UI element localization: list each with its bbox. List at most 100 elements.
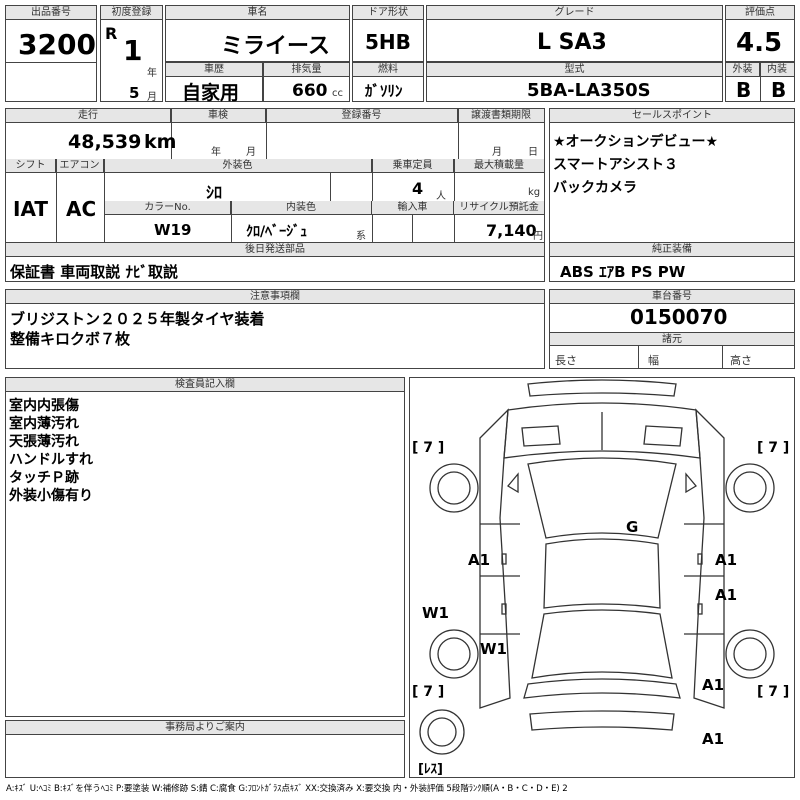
capacity-unit: 人 — [436, 191, 446, 202]
door-type: 5HB — [365, 30, 411, 54]
score-cell: 評価点 4.5 — [725, 5, 795, 62]
tire-front-left: [ 7 ] — [412, 440, 445, 456]
chassis-label: 車台番号 — [550, 290, 794, 304]
import-label: 輸入車 — [372, 201, 454, 215]
mileage: 48,539 — [68, 131, 142, 153]
lot-number-label: 出品番号 — [6, 6, 96, 20]
office-notice-cell: 事務局よりご案内 — [5, 720, 405, 778]
equipment: ABS ｴｱB PS PW — [560, 263, 686, 281]
car-name: ミライース — [221, 34, 330, 59]
inspector-line-4: ハンドルすれ — [9, 452, 93, 468]
first-registration-label: 初度登録 — [101, 6, 162, 20]
aircon-label: エアコン — [56, 159, 104, 173]
interior-color-unit: 系 — [356, 231, 366, 242]
tire-spare: [ﾚｽ] — [418, 762, 443, 777]
inspector-line-6: 外装小傷有り — [9, 488, 93, 504]
interior-color: ｸﾛ/ﾍﾞｰｼﾞｭ — [246, 224, 308, 240]
car-name-label: 車名 — [166, 6, 349, 20]
transfer-month-unit: 月 — [492, 147, 502, 158]
month-unit: 月 — [147, 92, 157, 103]
color-number-label: カラーNo. — [105, 201, 231, 215]
notes-label: 注意事項欄 — [6, 290, 544, 304]
grade: L SA3 — [537, 30, 607, 55]
mark-right-door-a1: A1 — [715, 586, 738, 604]
tire-rear-right: [ 7 ] — [757, 684, 790, 700]
office-notice-label: 事務局よりご案内 — [6, 721, 404, 735]
legend-text: A:ｷｽﾞ U:ﾍｺﾐ B:ｷｽﾞを伴うﾍｺﾐ P:要塗装 W:補修跡 S:錆 … — [6, 784, 568, 794]
first-registration-cell: 初度登録 R 1 年 5 月 — [100, 5, 163, 103]
inspection-month-unit: 月 — [246, 147, 256, 158]
damage-diagram: G A1 A1 A1 W1 W1 A1 A1 [ 7 ] [ 7 ] [ 7 ]… — [409, 377, 795, 778]
recycle-fee-unit: 円 — [533, 231, 543, 242]
inspection-year-unit: 年 — [211, 147, 221, 158]
displacement-unit: cc — [332, 88, 343, 99]
max-load-label: 最大積載量 — [454, 159, 544, 173]
shift: IAT — [13, 197, 49, 221]
tire-front-right: [ 7 ] — [757, 440, 790, 456]
car-name-cell: 車名 ミライース — [165, 5, 350, 62]
displacement-cell: 排気量 660 cc — [263, 62, 350, 102]
mark-windshield-g: G — [626, 518, 639, 536]
length-label: 長さ — [555, 354, 577, 367]
inspector-line-3: 天張薄汚れ — [9, 434, 79, 450]
inspector-line-2: 室内薄汚れ — [9, 416, 79, 432]
interior-score: B — [771, 78, 787, 102]
interior-score-label: 内装 — [760, 63, 794, 77]
exterior-score: B — [736, 78, 752, 102]
history-cell: 車歴 自家用 — [165, 62, 263, 104]
vehicle-info-block: 走行 車検 登録番号 譲渡書類期限 48,539 km 年 月 月 日 シフト … — [5, 108, 545, 243]
mark-left-front-a1: A1 — [468, 551, 491, 569]
history-label: 車歴 — [166, 63, 262, 77]
lot-number-cell: 出品番号 3200 — [5, 5, 97, 102]
overall-score: 4.5 — [736, 28, 783, 58]
registration-number-label: 登録番号 — [266, 109, 458, 123]
fuel-cell: 燃料 ｶﾞｿﾘﾝ — [352, 62, 424, 102]
capacity-label: 乗車定員 — [372, 159, 454, 173]
lot-number: 3200 — [18, 28, 96, 61]
notes-line-2: 整備キロクボ７枚 — [10, 330, 131, 348]
color-label: 外装色 — [104, 159, 372, 173]
chassis-number: 0150070 — [630, 305, 728, 329]
sales-point-line-3: バックカメラ — [553, 180, 637, 196]
notes-line-1: ブリジストン２０２５年製タイヤ装着 — [10, 310, 265, 328]
height-label: 高さ — [730, 354, 752, 367]
shift-label: シフト — [6, 159, 56, 173]
mark-left-w1: W1 — [422, 604, 449, 622]
reg-year: 1 — [123, 34, 143, 67]
mileage-label: 走行 — [6, 109, 171, 123]
model: 5BA-LA350S — [527, 80, 651, 101]
history: 自家用 — [182, 82, 240, 104]
displacement: 660 — [292, 81, 328, 101]
inspector-cell: 検査員記入欄 室内内張傷 室内薄汚れ 天張薄汚れ ハンドルすれ タッチＰ跡 外装… — [5, 377, 405, 717]
inspection-label: 車検 — [171, 109, 266, 123]
tire-rear-left: [ 7 ] — [412, 684, 445, 700]
capacity: 4 — [412, 179, 424, 198]
transfer-deadline-label: 譲渡書類期限 — [458, 109, 544, 123]
notes-cell: 注意事項欄 ブリジストン２０２５年製タイヤ装着 整備キロクボ７枚 — [5, 289, 545, 369]
sub-score-cell: 外装 内装 B B — [725, 62, 795, 102]
sales-point-line-2: スマートアシスト３ — [553, 157, 679, 173]
later-parts: 保証書 車両取説 ﾅﾋﾞ取説 — [10, 263, 178, 281]
reg-month: 5 — [129, 84, 140, 102]
score-label: 評価点 — [726, 6, 794, 20]
mark-rear-right-a1: A1 — [702, 676, 725, 694]
transfer-day-unit: 日 — [528, 147, 538, 158]
mark-left-door-w1: W1 — [480, 640, 507, 658]
later-parts-label: 後日発送部品 — [6, 243, 544, 257]
model-label: 型式 — [427, 63, 722, 77]
displacement-label: 排気量 — [264, 63, 349, 77]
door-type-label: ドア形状 — [353, 6, 423, 20]
later-parts-cell: 後日発送部品 保証書 車両取説 ﾅﾋﾞ取説 — [5, 242, 545, 282]
sales-points-label: セールスポイント — [550, 109, 794, 123]
sales-points-cell: セールスポイント ★オークションデビュー★ スマートアシスト３ バックカメラ — [549, 108, 795, 243]
mark-right-front-a1: A1 — [715, 551, 738, 569]
fuel: ｶﾞｿﾘﾝ — [365, 82, 403, 100]
grade-cell: グレード L SA3 — [426, 5, 723, 62]
exterior-color: ｼﾛ — [206, 183, 223, 202]
era: R — [105, 24, 118, 43]
inspector-line-5: タッチＰ跡 — [9, 470, 79, 486]
model-cell: 型式 5BA-LA350S — [426, 62, 723, 102]
door-type-cell: ドア形状 5HB — [352, 5, 424, 62]
color-number: W19 — [154, 221, 192, 239]
sales-point-line-1: ★オークションデビュー★ — [553, 134, 719, 150]
